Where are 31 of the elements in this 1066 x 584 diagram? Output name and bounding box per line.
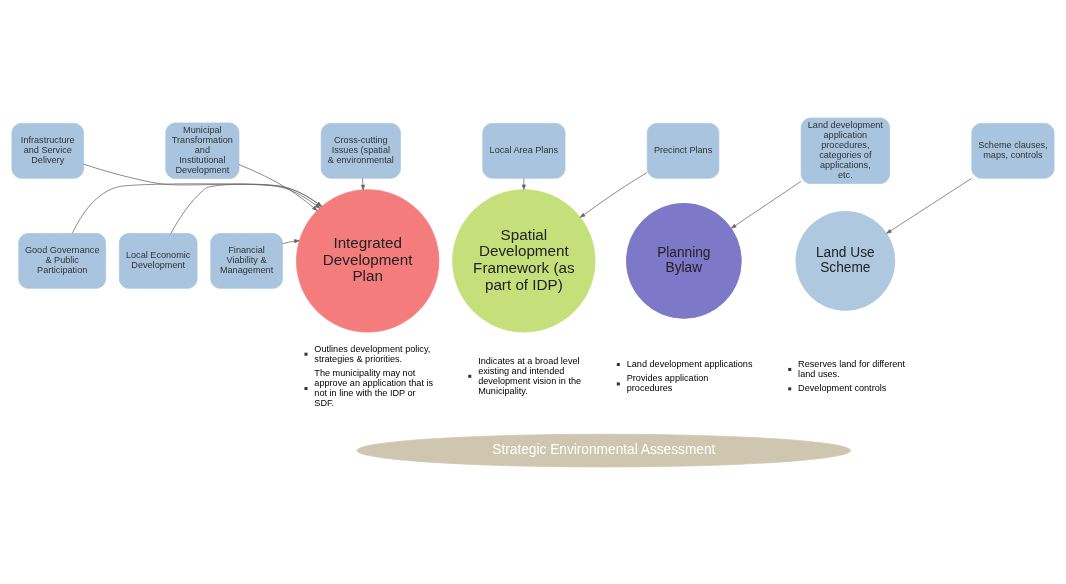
node-box: Scheme clauses, maps, controls — [971, 122, 1055, 179]
node-box: Cross-cutting Issues (spatial & environmental — [320, 122, 401, 179]
arrow — [579, 171, 648, 218]
arrow — [886, 177, 973, 234]
node-label: Provides application procedures — [626, 372, 709, 393]
node-box: Good Governance & Public Participation — [18, 232, 106, 289]
node-label: Reserves land for different land uses. — [798, 358, 905, 379]
node-circle: Land Use Scheme — [795, 210, 896, 311]
arrow — [238, 163, 318, 211]
node-label: Land development applications — [626, 358, 753, 369]
node-box: Infrastructure and Service Delivery — [11, 122, 84, 179]
arrow — [521, 177, 526, 190]
node-label: Outlines development policy, strategies & priorities. — [314, 343, 431, 364]
node-box: Municipal Transformation and Institutional Development — [165, 122, 240, 179]
node-label: Indicates at a broad level existing and intended development vision in the Municipality. — [478, 355, 582, 396]
node-box: Local Economic Development — [118, 232, 198, 289]
node-ellipse: Strategic Environmental Assessment — [356, 433, 852, 467]
node-circle: Spatial Development Framework (as part of IDP) — [452, 188, 596, 332]
node-box: Land development application procedures, categories of applications, etc. — [800, 117, 890, 184]
arrow — [731, 180, 802, 228]
arrow — [72, 182, 322, 234]
node-label: The municipality may not approve an application that is not in line with the IDP or SDF. — [314, 367, 434, 408]
node-box: Local Area Plans — [482, 122, 566, 179]
node-circle: Planning Bylaw — [625, 202, 742, 319]
arrow — [170, 183, 322, 234]
arrow — [282, 238, 300, 244]
node-box: Precinct Plans — [646, 122, 720, 179]
node-label: Development controls — [798, 382, 887, 393]
arrow — [361, 177, 365, 190]
arrow — [83, 163, 321, 209]
node-box: Financial Viability & Management — [210, 232, 283, 289]
